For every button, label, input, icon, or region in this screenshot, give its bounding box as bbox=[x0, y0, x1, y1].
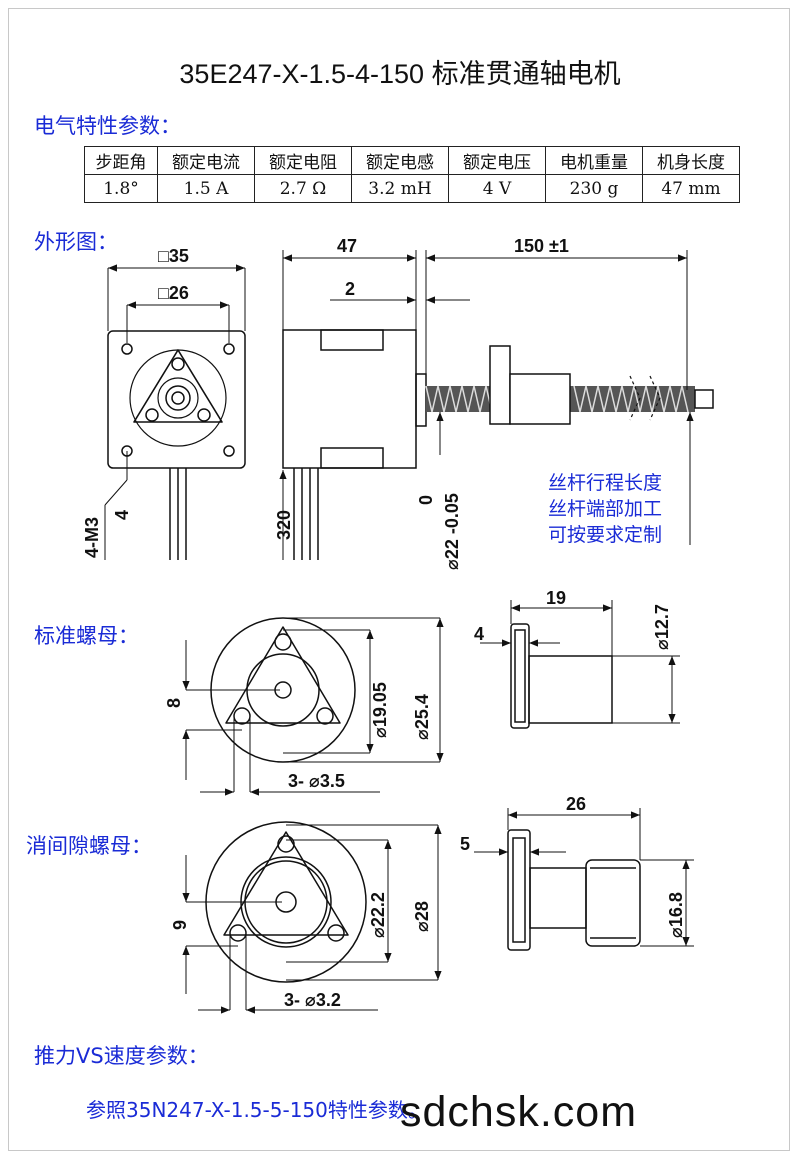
dim-abnut-holes: 3- ⌀3.2 bbox=[284, 990, 341, 1010]
lead-screw bbox=[425, 345, 714, 425]
spec-header: 额定电压 bbox=[448, 146, 546, 175]
dim-hole-depth: 4 bbox=[112, 510, 132, 520]
watermark: sdchsk.com bbox=[400, 1088, 638, 1136]
dim-nut-offset: 8 bbox=[164, 698, 184, 708]
spec-header: 机身长度 bbox=[642, 146, 740, 175]
dim-nut-holes: 3- ⌀3.5 bbox=[288, 771, 345, 791]
spec-value: 47 mm bbox=[642, 174, 740, 203]
motor-side-view bbox=[282, 329, 427, 560]
standard-nut-heading: 标准螺母： bbox=[34, 624, 139, 648]
page-border bbox=[8, 8, 790, 1151]
spec-header: 步距角 bbox=[84, 146, 158, 175]
dim-nut-inner-circle: ⌀19.05 bbox=[370, 682, 390, 738]
dim-step: 2 bbox=[345, 279, 355, 299]
dim-abnut-offset: 9 bbox=[170, 920, 190, 930]
dim-screw-length: 150 ±1 bbox=[514, 236, 569, 256]
spec-value-row: 1.8° 1.5 A 2.7 Ω 3.2 mH 4 V 230 g 47 mm bbox=[84, 174, 740, 203]
dim-nut-body-diameter: ⌀12.7 bbox=[652, 604, 672, 650]
dim-body-length: 47 bbox=[337, 236, 357, 256]
spec-table: 步距角 额定电流 额定电阻 额定电感 额定电压 电机重量 机身长度 1.8° 1… bbox=[84, 146, 740, 203]
standard-nut-side bbox=[510, 623, 613, 729]
dim-abnut-length: 26 bbox=[566, 794, 586, 814]
spec-value: 1.8° bbox=[84, 174, 158, 203]
anti-backlash-nut-side bbox=[507, 829, 641, 951]
dim-abnut-inner-circle: ⌀22.2 bbox=[368, 892, 388, 938]
dim-body-square: □35 bbox=[158, 246, 189, 266]
page-title: 35E247-X-1.5-4-150 标准贯通轴电机 bbox=[179, 59, 621, 89]
screw-note-line: 丝杆行程长度 bbox=[548, 472, 663, 494]
dim-nut-length: 19 bbox=[546, 588, 566, 608]
dim-nut-flange: 4 bbox=[474, 624, 484, 644]
spec-value: 2.7 Ω bbox=[254, 174, 352, 203]
screw-note-line: 丝杆端部加工 bbox=[548, 498, 663, 520]
dim-abnut-flange: 5 bbox=[460, 834, 470, 854]
spec-value: 3.2 mH bbox=[351, 174, 449, 203]
dim-shaft-diameter: ⌀22 -0.05 bbox=[442, 493, 462, 570]
electrical-heading: 电气特性参数： bbox=[34, 114, 181, 138]
dim-mount-holes: 4-M3 bbox=[82, 517, 102, 558]
dim-hole-square: □26 bbox=[158, 283, 189, 303]
dim-lead-length: 320 bbox=[274, 510, 294, 540]
spec-value: 4 V bbox=[448, 174, 546, 203]
footer-note: 参照35N247-X-1.5-5-150特性参数。 bbox=[86, 1098, 428, 1122]
dim-abnut-body-diameter: ⌀16.8 bbox=[666, 892, 686, 938]
spec-header-row: 步距角 额定电流 额定电阻 额定电感 额定电压 电机重量 机身长度 bbox=[84, 146, 740, 175]
thrust-heading: 推力VS速度参数： bbox=[34, 1044, 209, 1068]
spec-value: 230 g bbox=[545, 174, 643, 203]
outline-heading: 外形图： bbox=[34, 230, 118, 254]
dim-abnut-outer-circle: ⌀28 bbox=[412, 901, 432, 932]
anti-backlash-nut-heading: 消间隙螺母： bbox=[26, 834, 152, 858]
spec-value: 1.5 A bbox=[157, 174, 255, 203]
motor-front-view bbox=[107, 330, 246, 560]
screw-note-line: 可按要求定制 bbox=[548, 524, 663, 546]
dim-nut-outer-circle: ⌀25.4 bbox=[412, 694, 432, 740]
dim-shaft-tol: 0 bbox=[416, 495, 436, 505]
